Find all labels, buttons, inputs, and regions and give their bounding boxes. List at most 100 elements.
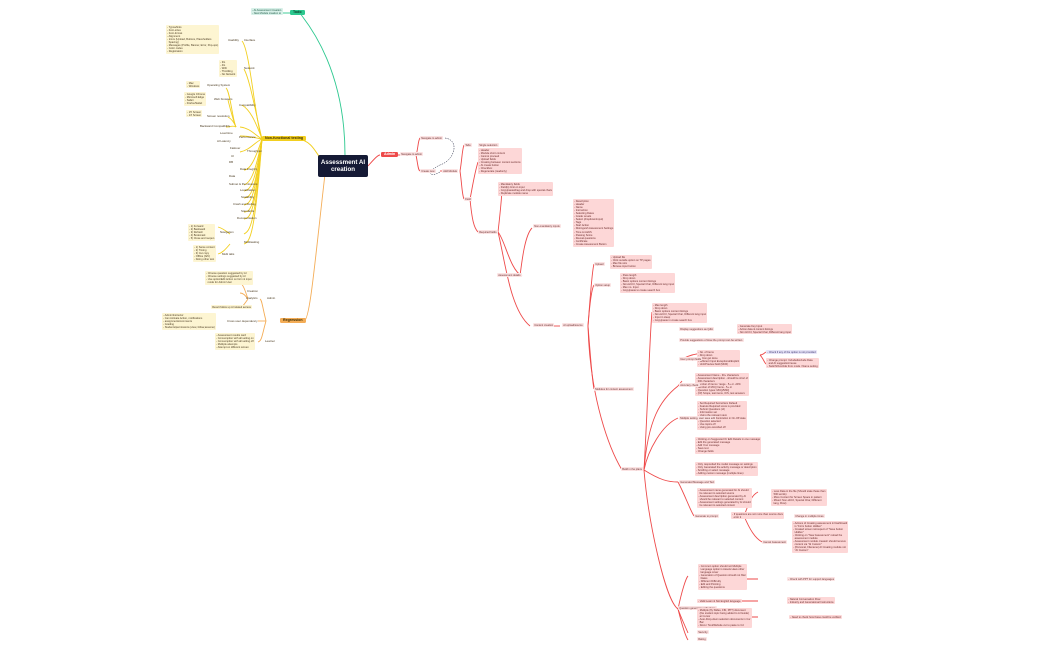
content-creation[interactable]: Content creation xyxy=(533,323,555,328)
admin-creation-items: - Choose question suggested by AI - Choo… xyxy=(205,271,253,285)
language-items: - Valid Learn & Not English language xyxy=(697,599,742,604)
learner-items: - Assessment results card - Consumption … xyxy=(215,333,255,350)
non-mandatory-items: - Description - Header - Name - Instruct… xyxy=(573,199,615,247)
option-setup-items: - Pass length - Drop down - Basic option… xyxy=(620,273,676,293)
need-check-items: - Need to check how these could be verif… xyxy=(789,615,842,620)
performance-label[interactable]: Performance xyxy=(239,135,256,139)
conditions-items: - Assessment name generated for AI shoul… xyxy=(697,488,752,508)
cancel-items: - Actions of Creating assessment in Dash… xyxy=(792,521,849,554)
modules-content[interactable]: Modules for content assessment xyxy=(594,387,634,392)
multitasking-label[interactable]: Multitasking xyxy=(244,240,260,244)
generate-prompt[interactable]: Generate to prompt xyxy=(694,514,719,519)
data-label[interactable]: Data xyxy=(229,174,236,178)
change-multiple[interactable]: Change in multiple times xyxy=(794,514,825,519)
add-module[interactable]: Add Module xyxy=(442,169,459,174)
admin-sub[interactable]: Navigate to admin xyxy=(400,152,424,157)
assessment-details[interactable]: Assessment details xyxy=(497,273,522,278)
conversation-items: - Natural Conversation Flow - Industry a… xyxy=(787,597,835,605)
documentation-label[interactable]: Documentation xyxy=(237,216,257,220)
ai-latency-label[interactable]: AI Latency xyxy=(217,139,231,143)
data-integrity-label[interactable]: Data integrity xyxy=(240,167,258,171)
cross-user-label[interactable]: Cross user dependency xyxy=(227,319,258,323)
check-languages: - Check with PPT for support languages xyxy=(787,577,836,582)
required-fields[interactable]: Required fields xyxy=(478,230,498,235)
provide-suggestions[interactable]: Provide suggestions of How the prompt ca… xyxy=(679,338,744,343)
cross-user-items: - Admin/Instructor - Can Activate Action… xyxy=(162,313,216,330)
branch-regression[interactable]: Regression xyxy=(280,318,306,323)
security-node[interactable]: Security xyxy=(697,630,709,635)
check-any-option: - Check if any of the option is not prov… xyxy=(766,350,817,355)
build-plans[interactable]: Build in the plans xyxy=(621,467,644,472)
navigation-items: - 1) Forward - 2) Backward - 3) Refresh … xyxy=(188,224,216,241)
settings-items: - Max length - Drop down - Basic options… xyxy=(652,303,708,323)
single-selection[interactable]: Single selection xyxy=(478,143,499,148)
standards-label[interactable]: Standards xyxy=(241,209,255,213)
ai-upload[interactable]: AI upload/source xyxy=(562,323,584,328)
db-label[interactable]: DB xyxy=(229,160,234,164)
compatibility-label[interactable]: Compatibility xyxy=(239,103,256,107)
rating-node[interactable]: Rating xyxy=(697,637,707,642)
accuracy-check[interactable]: Accuracy check xyxy=(679,383,700,388)
admin-connector xyxy=(367,154,381,167)
multi-tabs-items: - 1) Same content - 2) Timing - 3) Cut c… xyxy=(193,245,216,262)
todo-items: - AI Assessment Creation - New Module cr… xyxy=(251,8,283,16)
browsers-label[interactable]: Web browsers xyxy=(214,97,233,101)
creation-label[interactable]: Creation xyxy=(247,289,258,293)
branch-admin[interactable]: Admin xyxy=(381,152,399,157)
change-prompt-items: - Change prompt: Include/Exclude Data an… xyxy=(766,358,819,369)
backward-label[interactable]: Backward Compatibility xyxy=(200,124,231,128)
screen-label[interactable]: Screen resolution xyxy=(207,114,230,118)
upload-label[interactable]: Upload xyxy=(594,262,605,267)
branch-non-functional-testing[interactable]: Non-functional testing xyxy=(262,136,307,141)
ui-label[interactable]: UI xyxy=(231,154,234,158)
option-setup[interactable]: Option setup xyxy=(594,283,612,288)
multi-tabs-label[interactable]: Multi tabs xyxy=(222,252,235,256)
existing-label[interactable]: Result follow up AI related access xyxy=(211,305,253,310)
network-label[interactable]: Network xyxy=(244,66,255,70)
analytics-label[interactable]: Analytics xyxy=(246,296,258,300)
usability-items: - Typos/links - Font-sizes - Font-format… xyxy=(166,25,220,55)
failover-label[interactable]: Failover xyxy=(230,146,241,150)
browsers-items: - Google Chrome - Microsoft Edge - Safar… xyxy=(184,92,207,106)
non-mandatory-label[interactable]: Non-mandatory inputs xyxy=(533,224,561,229)
nudge-items: - Clicking on Suggested Or Edit Details … xyxy=(695,437,762,454)
tool-items: - No. of Items - Drop down - Action get … xyxy=(697,350,741,367)
accuracy-items: - Assessment Name - 30+ characters - Ass… xyxy=(695,373,750,396)
display-suggestions[interactable]: Display suggestions as Q&A xyxy=(679,327,715,332)
multiple-setting[interactable]: Multiple setting, user save edit xyxy=(679,416,717,421)
regression-connector xyxy=(303,173,326,322)
if-questions-items: - If questions are not more than source … xyxy=(731,512,785,520)
fields-node[interactable]: Field xyxy=(464,197,472,202)
create-new[interactable]: Create new xyxy=(420,169,436,174)
generated-message[interactable]: Generated Message and Text xyxy=(679,480,716,485)
user-prompt-fields[interactable]: User prompt fields xyxy=(679,357,703,362)
scalability-label[interactable]: Scalability xyxy=(241,195,255,199)
upload-items: - Upload file - Click outside option on … xyxy=(610,255,652,269)
os-label[interactable]: Operating System xyxy=(207,83,231,87)
navigate-admin[interactable]: Navigate to admin xyxy=(420,136,444,141)
tabs-node[interactable]: Tabs xyxy=(464,143,472,148)
cancel-assessment[interactable]: Cancel Assessment xyxy=(762,540,788,545)
screen-items: - 15' Screen - 13' Screen xyxy=(186,110,203,118)
load-time-label[interactable]: Load time xyxy=(220,131,233,135)
assess-items: - Less Data in the file (Should state th… xyxy=(771,489,827,506)
branch-todo[interactable]: Todo xyxy=(290,10,305,15)
subnet-label[interactable]: Subnet & Permissions xyxy=(229,182,258,186)
display-items: - Generate Key Input - Action data & con… xyxy=(737,324,793,335)
generation-items: - Common option should not Multiple Lang… xyxy=(698,564,748,590)
localization-label[interactable]: Localization xyxy=(240,188,256,192)
learner-label[interactable]: Learner xyxy=(265,339,275,343)
usability-label[interactable]: Usability xyxy=(228,38,239,42)
throughput-label[interactable]: Throughput xyxy=(247,149,262,153)
interface-label[interactable]: Interface xyxy=(244,38,256,42)
navigation-label[interactable]: Navigation xyxy=(220,230,234,234)
mandatory-items: - Mandatory fields - Field(s) limit on i… xyxy=(498,182,554,196)
root-node[interactable]: Assessment AI creation xyxy=(318,155,368,177)
regression-admin-label[interactable]: Admin xyxy=(267,296,276,300)
details-items: - Header - Module short content - Cannot… xyxy=(478,148,522,174)
crash-debug-label[interactable]: Crash and Debug xyxy=(233,202,256,206)
network-items: - 3G - 4G - WiFi - Throttling - No Netwo… xyxy=(219,60,237,77)
todo-connector xyxy=(299,12,346,156)
os-items: - Mac - Windows xyxy=(186,81,201,89)
